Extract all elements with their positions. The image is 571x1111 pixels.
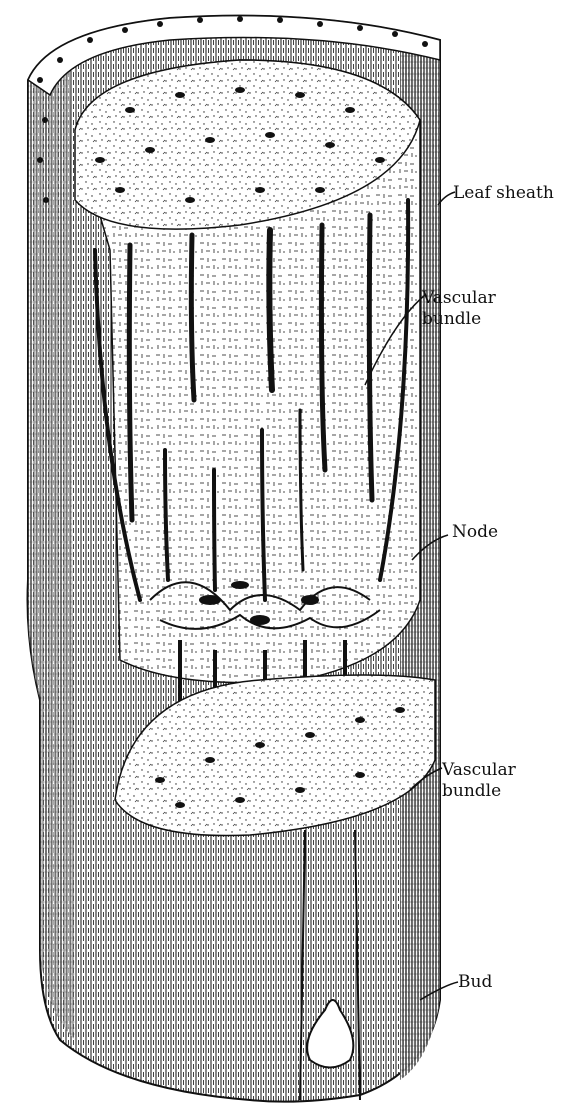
- label-vascular-bundle-upper: Vascular bundle: [422, 288, 496, 330]
- label-vascular-bundle-lower: Vascular bundle: [442, 760, 516, 802]
- label-bud: Bud: [458, 972, 492, 993]
- label-node: Node: [452, 522, 498, 543]
- label-leaf-sheath: Leaf sheath: [453, 183, 554, 204]
